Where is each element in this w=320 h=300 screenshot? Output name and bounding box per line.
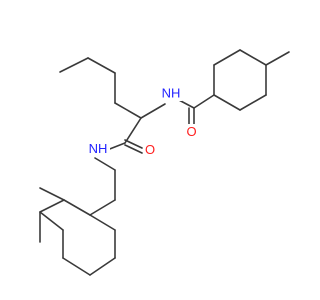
atom-label: NH [89, 141, 108, 156]
bond [124, 139, 143, 149]
bond [124, 144, 143, 154]
atom-label: NH [162, 86, 181, 101]
bond [94, 157, 116, 171]
bond [39, 199, 65, 213]
bond [213, 94, 241, 111]
bond [140, 103, 166, 119]
bond [39, 211, 64, 231]
bond [59, 57, 89, 73]
bond [114, 102, 142, 119]
bond [213, 49, 241, 66]
atom-label: O [145, 142, 155, 157]
bond [89, 214, 116, 231]
bond [265, 51, 290, 66]
bond [89, 257, 116, 276]
atom-label: O [186, 124, 196, 139]
bond [87, 57, 116, 74]
bond [239, 49, 267, 66]
atom-label-layer: NH O NH O [88, 85, 199, 158]
bond [62, 257, 91, 276]
bond [124, 117, 142, 144]
bond-layer [39, 49, 290, 276]
bond [239, 94, 267, 111]
bond [39, 187, 65, 201]
bond [63, 199, 91, 216]
bond [89, 199, 116, 216]
bond [193, 94, 215, 109]
molecule-structure: NH O NH O [39, 49, 290, 276]
